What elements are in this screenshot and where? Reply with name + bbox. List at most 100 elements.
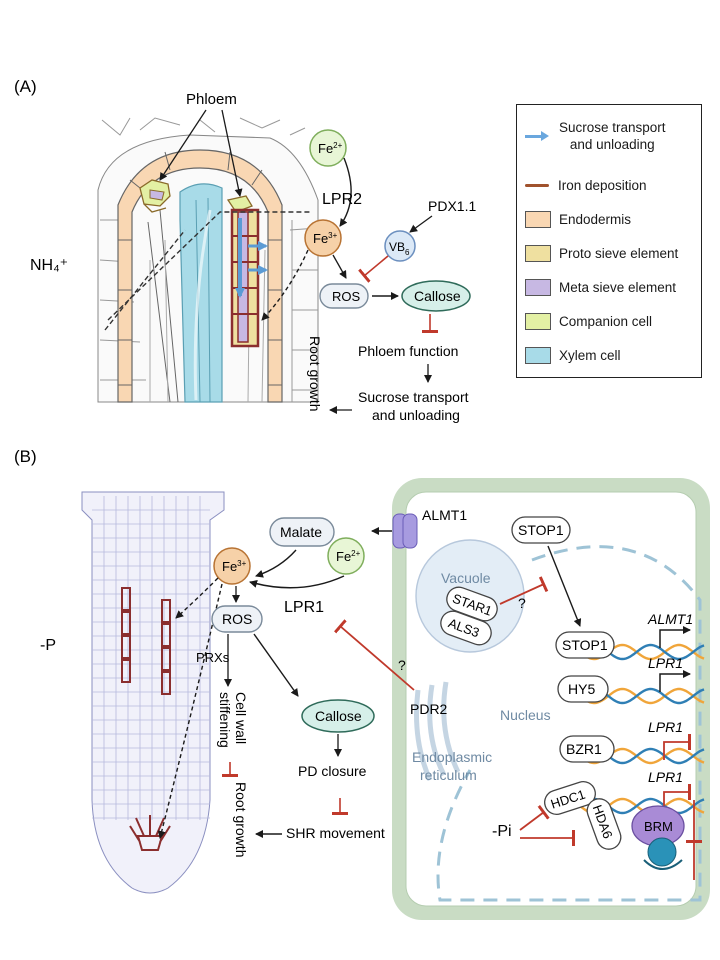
almt1-gene-arrow (659, 626, 691, 648)
callose-node-b (301, 699, 375, 733)
question-2: ? (518, 595, 526, 611)
legend-label-endodermis: Endodermis (559, 212, 632, 227)
legend-item-endodermis: Endodermis (525, 211, 631, 228)
phloem-arrow-left (159, 109, 207, 181)
root-growth-a: Root growth (307, 336, 323, 411)
ros-b-text: ROS (222, 611, 252, 627)
lpr1-gene-arrow-1 (659, 670, 691, 692)
fe2-b-text: Fe2+ (336, 549, 361, 564)
malate-node (269, 517, 335, 547)
legend-line-iron (525, 184, 549, 187)
callose-b-text: Callose (315, 708, 362, 724)
minus-pi-label: -Pi (492, 823, 512, 840)
question-1: ? (398, 657, 406, 673)
sucrose-line-1: Sucrose transport (358, 389, 469, 405)
legend-label-iron: Iron deposition (558, 178, 647, 193)
stop1-cyto-text: STOP1 (518, 522, 564, 538)
stop1-import-arrow (547, 545, 582, 627)
legend-swatch-proto (525, 245, 551, 262)
star1-inhibit (499, 576, 549, 605)
pdx-label: PDX1.1 (428, 198, 476, 214)
lpr2-label: LPR2 (322, 191, 362, 208)
legend-item-xylem: Xylem cell (525, 347, 621, 364)
lpr1-gene-inhibit-3 (663, 784, 691, 810)
stop1-cyto-node (511, 516, 571, 544)
phloem-arrow-right (221, 109, 243, 197)
fe3-b-text: Fe3+ (222, 559, 247, 574)
fe3-node-b (213, 547, 251, 585)
legend-item-iron: Iron deposition (525, 177, 647, 194)
nh4-label: NH₄⁺ (30, 257, 68, 274)
legend-item-meta: Meta sieve element (525, 279, 676, 296)
er-label-2: reticulum (420, 767, 477, 783)
fe2-node-b (327, 537, 365, 575)
callose-a-text: Callose (414, 288, 461, 304)
nucleosome-dna (643, 859, 683, 870)
vacuole-label: Vacuole (441, 570, 491, 586)
legend-item-companion: Companion cell (525, 313, 652, 330)
lpr1-gene-label-2: LPR1 (648, 719, 683, 735)
legend-label-sucrose: Sucrose transport and unloading (559, 120, 666, 152)
sucrose-line-2: and unloading (372, 407, 460, 423)
legend-label-xylem: Xylem cell (559, 348, 621, 363)
vb6-inhibit (358, 255, 389, 283)
fe3-node-a (304, 219, 342, 257)
fe3-a-text: Fe3+ (313, 231, 338, 246)
iron-deposition-arrow-a (261, 249, 309, 321)
almt1-gene-label: ALMT1 (647, 611, 693, 627)
legend-item-proto: Proto sieve element (525, 245, 678, 262)
pdr2-label: PDR2 (410, 701, 448, 717)
iron-arrow-b-1 (175, 577, 219, 619)
panel-b-label: (B) (14, 447, 37, 466)
stop1-nuc-node (555, 631, 615, 659)
ros-a-text: ROS (332, 289, 361, 304)
root-section-a (97, 117, 319, 403)
pi-inhibit-hdc1 (519, 805, 550, 831)
stop1-nuc-text: STOP1 (562, 637, 608, 653)
ros-node-a (319, 283, 369, 309)
er-label-1: Endoplasmic (412, 749, 492, 765)
als3-node (440, 610, 492, 646)
pdr2-inhibit-lpr1 (334, 619, 415, 691)
malate-fe3-arrow (255, 549, 297, 578)
legend-swatch-companion (525, 313, 551, 330)
lpr1-arrow (249, 575, 345, 589)
almt1-channel-label: ALMT1 (422, 507, 467, 523)
fe2-a-text: Fe2+ (318, 141, 343, 156)
callose-node-a (401, 280, 471, 312)
pd-closure-label: PD closure (298, 763, 367, 779)
minus-p-label: -P (40, 637, 56, 654)
fe3-ros-arrow (332, 254, 347, 279)
shr-movement-label: SHR movement (286, 825, 385, 841)
root-tip-b (81, 491, 225, 894)
panel-a-label: (A) (14, 77, 37, 96)
brm-text: BRM (644, 819, 673, 834)
nuclear-envelope (436, 545, 702, 902)
lpr1-gene-label-3: LPR1 (648, 769, 683, 785)
hy5-node (557, 675, 609, 703)
legend-swatch-endodermis (525, 211, 551, 228)
vb6-text: VB6 (389, 240, 410, 257)
phloem-label: Phloem (186, 91, 237, 108)
ros-node-b (211, 605, 263, 633)
bzr1-node (559, 735, 615, 763)
hda6-node (586, 798, 622, 850)
cell-wall-line-2: stiffening (217, 692, 233, 748)
legend-label-proto: Proto sieve element (559, 246, 679, 261)
legend: Sucrose transport and unloading Iron dep… (516, 104, 702, 378)
ros-callose-arrow-b (253, 633, 299, 697)
nucleosome (647, 837, 677, 867)
legend-swatch-meta (525, 279, 551, 296)
lpr2-arrow (339, 157, 352, 227)
bzr1-text: BZR1 (566, 741, 602, 757)
phloem-function-label: Phloem function (358, 343, 458, 359)
fe2-node-a (309, 129, 347, 167)
lpr1-gene-label-1: LPR1 (648, 655, 683, 671)
prxs-label: PRXs (196, 650, 230, 665)
root-growth-b: Root growth (233, 782, 249, 857)
pdx-arrow (409, 215, 433, 233)
legend-label-companion: Companion cell (559, 314, 653, 329)
malate-text: Malate (280, 524, 322, 540)
